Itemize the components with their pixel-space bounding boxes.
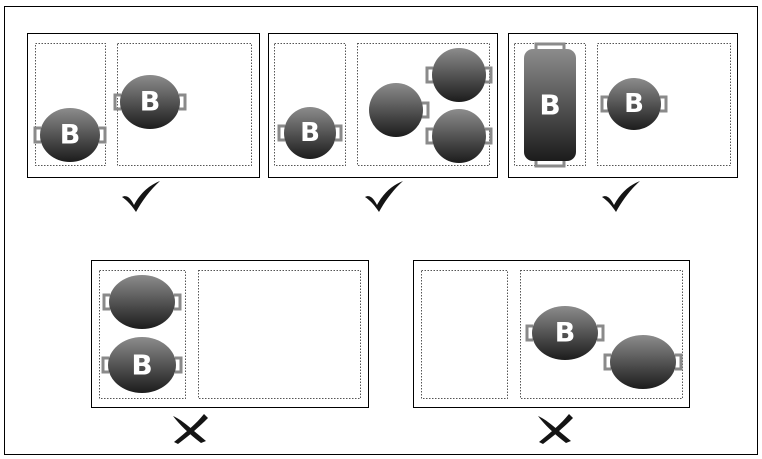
scenario-2: B <box>268 33 498 212</box>
item-body <box>610 335 676 389</box>
item-handle <box>534 42 566 51</box>
item-body <box>109 275 175 329</box>
round-item <box>102 275 182 329</box>
item-body <box>369 83 423 137</box>
scenario-1: BB <box>27 33 260 212</box>
cross-icon <box>539 414 573 444</box>
item-body <box>532 306 598 360</box>
item-handle <box>425 66 433 84</box>
zone-left <box>99 270 186 399</box>
item-handle <box>99 126 107 144</box>
item-handle <box>101 356 109 374</box>
scenario-4: B <box>91 260 369 444</box>
item-body <box>524 49 576 161</box>
zone-right <box>198 270 361 399</box>
item-label: B <box>539 89 560 122</box>
item-label: B <box>555 318 576 349</box>
item-handle <box>675 353 683 371</box>
round-item: B <box>33 108 107 162</box>
outer-frame <box>4 6 758 455</box>
item-handle <box>174 293 182 311</box>
zone-right <box>597 43 731 166</box>
item-body <box>108 337 176 393</box>
item-label: B <box>131 349 152 382</box>
round-item <box>603 335 683 389</box>
item-handle <box>335 124 343 142</box>
item-body <box>40 108 100 162</box>
check-icon <box>365 181 403 212</box>
round-item <box>425 109 493 163</box>
item-label: B <box>140 87 161 118</box>
item-handle <box>102 293 110 311</box>
item-handle <box>600 95 608 113</box>
zone-right <box>520 270 683 399</box>
item-body <box>432 109 486 163</box>
item-handle <box>485 127 493 145</box>
round-item: B <box>101 337 183 393</box>
item-label: B <box>60 120 81 151</box>
item-handle <box>525 324 533 342</box>
item-handle <box>603 353 611 371</box>
round-item: B <box>600 78 668 130</box>
round-item <box>369 83 430 137</box>
item-handle <box>179 93 187 111</box>
item-handle <box>485 66 493 84</box>
round-item: B <box>525 306 605 360</box>
item-handle <box>277 124 285 142</box>
zone-left <box>274 43 346 166</box>
zone-left <box>421 270 508 399</box>
item-handle <box>534 159 566 168</box>
item-handle <box>660 95 668 113</box>
tall-item: B <box>524 42 576 168</box>
cross-icon <box>174 414 208 444</box>
item-handle <box>113 93 121 111</box>
round-item: B <box>277 107 343 159</box>
round-item: B <box>113 75 187 129</box>
item-handle <box>33 126 41 144</box>
round-item <box>425 48 493 102</box>
item-label: B <box>624 89 644 119</box>
item-body <box>607 78 661 130</box>
item-body <box>432 48 486 102</box>
zone-right <box>117 43 252 166</box>
item-handle <box>175 356 183 374</box>
scenario-5: B <box>413 260 690 444</box>
item-handle <box>422 101 430 119</box>
item-body <box>284 107 336 159</box>
item-body <box>120 75 180 129</box>
item-label: B <box>300 118 320 148</box>
item-handle <box>597 324 605 342</box>
check-icon <box>602 181 640 212</box>
check-icon <box>122 181 160 212</box>
zone-right <box>357 43 490 166</box>
item-handle <box>425 127 433 145</box>
